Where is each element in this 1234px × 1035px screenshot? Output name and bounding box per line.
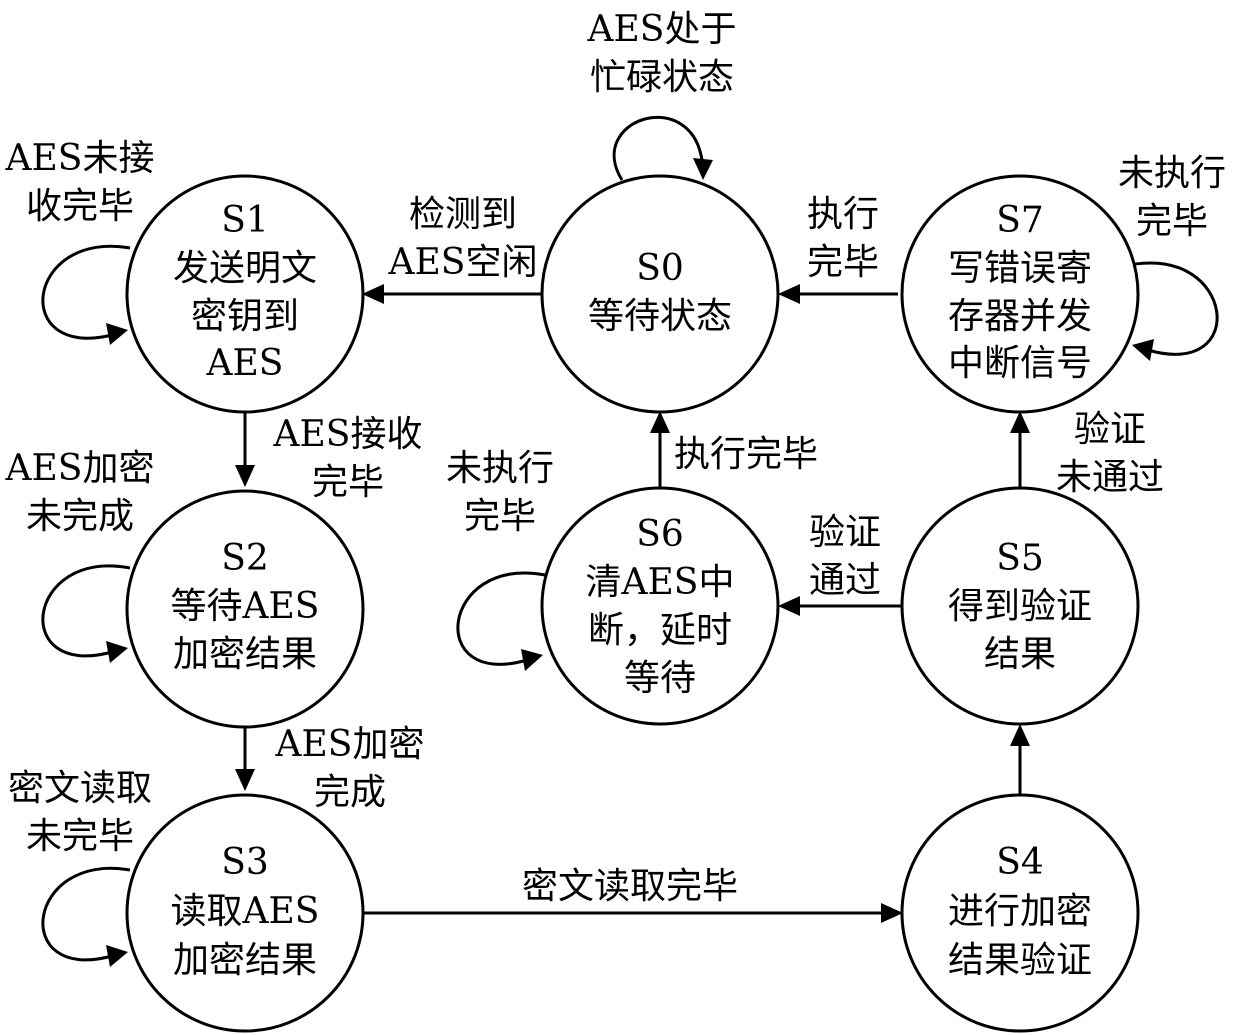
state-s1-label: S1 发送明文 密钥到 AES xyxy=(173,200,317,384)
loop-label-line: 未执行 xyxy=(1118,153,1226,194)
transition-label-line: 验证 xyxy=(1074,409,1146,450)
edge-s3-to-s4 xyxy=(362,903,903,923)
loop-label-s6: 未执行 完毕 xyxy=(446,448,554,537)
state-s5-line-1: 得到验证 xyxy=(948,586,1092,627)
self-loop-s1 xyxy=(41,244,131,345)
loop-label-s1: AES未接 收完毕 xyxy=(5,138,155,227)
transition-label-line: 未通过 xyxy=(1056,457,1164,498)
loop-label-line: 完毕 xyxy=(464,496,536,537)
self-loop-s7 xyxy=(1129,261,1219,361)
state-s2-id: S2 xyxy=(221,538,269,579)
state-s2-line-2: 加密结果 xyxy=(173,634,317,675)
loop-label-line: 收完毕 xyxy=(26,186,134,227)
loop-label-line: 完毕 xyxy=(1136,201,1208,242)
transition-label-s5-to-s7: 验证 未通过 xyxy=(1056,409,1164,498)
state-s5-circle xyxy=(900,486,1140,726)
state-s0-circle xyxy=(540,174,780,414)
loop-label-s2: AES加密 未完成 xyxy=(5,448,155,537)
loop-label-line: AES加密 xyxy=(5,448,155,489)
loop-label-s7: 未执行 完毕 xyxy=(1118,153,1226,242)
transition-label-line: 密文读取完毕 xyxy=(522,866,738,907)
self-loop-s3 xyxy=(41,866,131,967)
transition-label-line: 完成 xyxy=(314,772,386,813)
state-s7-line-2: 存器并发 xyxy=(948,296,1092,337)
transition-label-line: 执行完毕 xyxy=(674,434,818,475)
state-s7-label: S7 写错误寄 存器并发 中断信号 xyxy=(948,200,1092,384)
state-s6-id: S6 xyxy=(636,514,684,555)
state-s0-id: S0 xyxy=(636,248,684,289)
state-s0-line-1: 等待状态 xyxy=(588,296,732,337)
state-s6-line-1: 清AES中 xyxy=(586,562,735,603)
edge-s4-to-s5 xyxy=(1010,724,1030,795)
state-s6-line-2: 断，延时 xyxy=(588,610,732,651)
transition-label-line: AES接收 xyxy=(273,414,423,455)
state-s7-id: S7 xyxy=(996,200,1044,241)
state-s0-label: S0 等待状态 xyxy=(588,248,732,337)
state-s4-line-1: 进行加密 xyxy=(948,891,1092,932)
state-s7-line-3: 中断信号 xyxy=(948,343,1092,384)
loop-label-s3: 密文读取 未完毕 xyxy=(8,768,152,857)
loop-label-line: 密文读取 xyxy=(8,768,152,809)
state-s3-id: S3 xyxy=(221,842,269,883)
transition-label-line: 完毕 xyxy=(312,462,384,503)
state-s3-line-1: 读取AES xyxy=(171,891,320,932)
transition-label-s3-to-s4: 密文读取完毕 xyxy=(522,866,738,907)
transition-label-line: 验证 xyxy=(809,512,881,553)
loop-label-line: AES未接 xyxy=(5,138,155,179)
self-loop-s2 xyxy=(41,564,131,663)
edge-s5-to-s7 xyxy=(1010,411,1030,488)
loop-label-line: 忙碌状态 xyxy=(590,57,734,98)
transition-label-s7-to-s0: 执行 完毕 xyxy=(807,194,879,283)
transition-label-line: AES加密 xyxy=(275,724,425,765)
state-s2-line-1: 等待AES xyxy=(171,586,320,627)
state-s6-line-3: 等待 xyxy=(624,658,696,699)
transition-label-s1-to-s2: AES接收 完毕 xyxy=(273,414,423,503)
loop-label-line: AES处于 xyxy=(587,9,737,50)
edge-s6-to-s0 xyxy=(650,411,670,488)
state-s4-label: S4 进行加密 结果验证 xyxy=(948,842,1092,981)
state-s6-label: S6 清AES中 断，延时 等待 xyxy=(586,514,735,699)
transition-label-line: 通过 xyxy=(809,560,881,601)
edge-s0-to-s1 xyxy=(362,284,543,304)
state-s1-id: S1 xyxy=(221,200,269,241)
self-loop-s0 xyxy=(612,115,713,181)
state-s3-circle xyxy=(125,793,365,1033)
state-s2-circle xyxy=(125,489,365,729)
transition-label-s2-to-s3: AES加密 完成 xyxy=(275,724,425,813)
state-s4-id: S4 xyxy=(996,842,1044,883)
edge-s7-to-s0 xyxy=(778,284,898,304)
state-s1-line-2: 密钥到 xyxy=(191,296,299,337)
state-s7-circle xyxy=(900,174,1140,414)
state-s5-label: S5 得到验证 结果 xyxy=(948,538,1092,675)
state-s5-line-2: 结果 xyxy=(984,634,1056,675)
transition-label-line: 执行 xyxy=(807,194,879,235)
loop-label-line: 未完毕 xyxy=(26,816,134,857)
state-s1-line-1: 发送明文 xyxy=(173,248,317,289)
state-s3-line-2: 加密结果 xyxy=(173,940,317,981)
loop-label-line: 未完成 xyxy=(26,496,134,537)
loop-label-line: 未执行 xyxy=(446,448,554,489)
state-s1-circle xyxy=(125,174,365,414)
edge-s2-to-s3 xyxy=(235,727,255,791)
state-s4-circle xyxy=(900,793,1140,1033)
state-s2-label: S2 等待AES 加密结果 xyxy=(171,538,320,675)
transition-label-s6-to-s0: 执行完毕 xyxy=(674,434,818,475)
state-s1-line-3: AES xyxy=(206,343,284,384)
state-s5-id: S5 xyxy=(996,538,1044,579)
state-s6-circle xyxy=(540,486,780,726)
transition-label-line: AES空闲 xyxy=(388,242,538,283)
state-s7-line-1: 写错误寄 xyxy=(948,248,1092,289)
loop-label-s0: AES处于 忙碌状态 xyxy=(587,9,737,98)
edge-s1-to-s2 xyxy=(235,409,255,487)
transition-label-line: 检测到 xyxy=(409,194,517,235)
state-s4-line-2: 结果验证 xyxy=(948,940,1092,981)
transition-label-line: 完毕 xyxy=(807,242,879,283)
self-loop-s6 xyxy=(456,571,546,671)
state-s3-label: S3 读取AES 加密结果 xyxy=(171,842,320,981)
transition-label-s5-to-s6: 验证 通过 xyxy=(809,512,881,601)
edge-s5-to-s6 xyxy=(778,596,903,616)
transition-label-s0-to-s1: 检测到 AES空闲 xyxy=(388,194,538,283)
